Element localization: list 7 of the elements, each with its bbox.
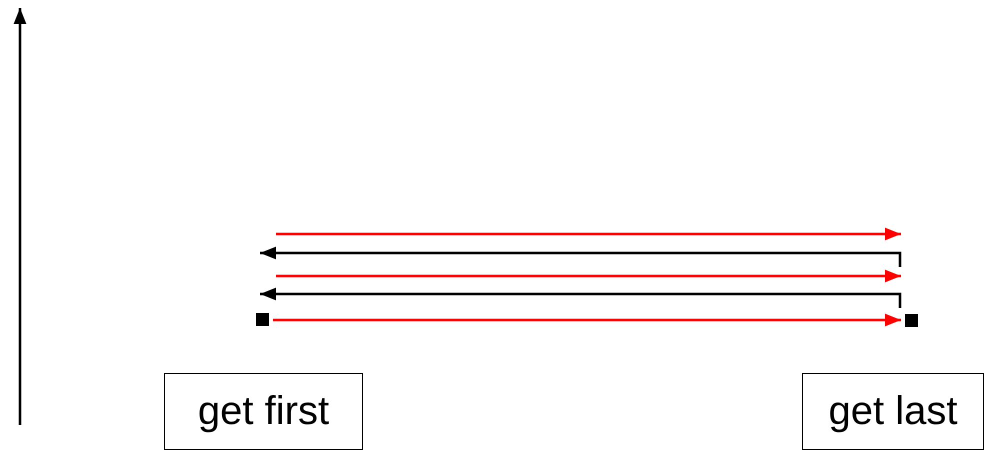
arrow: [273, 314, 901, 326]
end-marker-square: [256, 313, 269, 326]
box-label: get first: [198, 389, 330, 434]
box-label: get last: [828, 389, 958, 434]
end-marker-square: [905, 314, 918, 327]
label-box: [802, 373, 984, 450]
label-box: [164, 373, 363, 450]
